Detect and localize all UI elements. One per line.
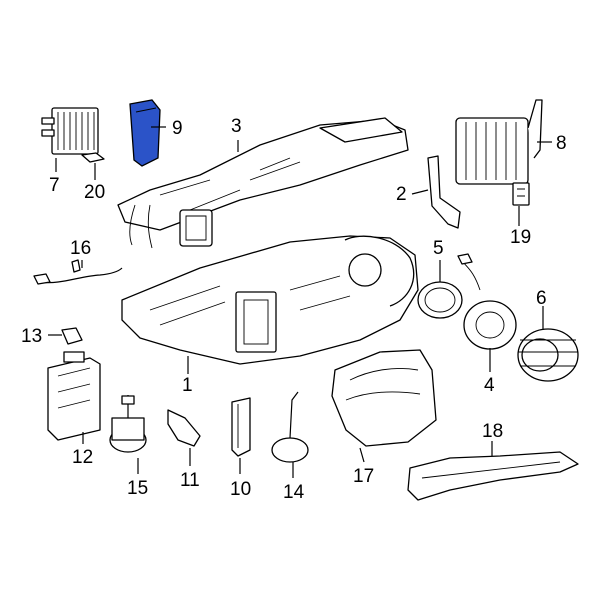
part-2-bracket[interactable] — [427, 155, 461, 229]
callout-1[interactable]: 1 — [182, 375, 193, 396]
callout-16[interactable]: 16 — [70, 238, 91, 259]
part-20-clip[interactable] — [81, 152, 105, 163]
part-3-upper-housing[interactable] — [117, 117, 409, 249]
callout-10[interactable]: 10 — [230, 479, 251, 500]
callout-8[interactable]: 8 — [556, 133, 567, 154]
callout-3[interactable]: 3 — [231, 116, 242, 137]
callout-15[interactable]: 15 — [127, 478, 148, 499]
part-13-connector[interactable] — [61, 327, 83, 345]
part-17-blower-housing[interactable] — [331, 349, 437, 447]
callout-7[interactable]: 7 — [49, 175, 60, 196]
part-10-duct[interactable] — [231, 397, 251, 457]
callout-17[interactable]: 17 — [353, 466, 374, 487]
part-18-duct[interactable] — [407, 451, 579, 501]
callout-9[interactable]: 9 — [172, 118, 183, 139]
part-7-heater-core[interactable] — [41, 107, 99, 155]
callout-13[interactable]: 13 — [21, 326, 42, 347]
callout-labels: 3 9 7 20 8 2 19 16 5 6 13 1 4 12 15 11 1… — [21, 116, 567, 503]
part-9-seal-highlighted[interactable] — [129, 99, 161, 167]
part-1-hvac-case[interactable] — [121, 235, 419, 365]
part-14-vacuum-actuator[interactable] — [271, 391, 309, 463]
part-8-evaporator[interactable] — [455, 99, 543, 185]
part-6-blower-wheel[interactable] — [517, 328, 579, 382]
part-19-sensor[interactable] — [512, 182, 530, 206]
callout-14[interactable]: 14 — [283, 482, 305, 503]
callout-5[interactable]: 5 — [433, 238, 444, 259]
callout-12[interactable]: 12 — [72, 447, 93, 468]
callout-6[interactable]: 6 — [536, 288, 547, 309]
part-4-blower-motor[interactable] — [457, 253, 517, 350]
part-12-control-module[interactable] — [47, 351, 101, 441]
part-15-actuator[interactable] — [109, 395, 147, 453]
callout-11[interactable]: 11 — [180, 470, 200, 491]
part-16-cable[interactable] — [33, 259, 123, 285]
callout-20[interactable]: 20 — [84, 182, 105, 203]
callout-19[interactable]: 19 — [510, 227, 531, 248]
callout-18[interactable]: 18 — [482, 421, 503, 442]
callout-2[interactable]: 2 — [396, 184, 407, 205]
part-5-gasket[interactable] — [417, 281, 463, 319]
callout-4[interactable]: 4 — [484, 375, 495, 396]
leader-lines — [48, 126, 552, 478]
part-11-actuator-arm[interactable] — [167, 409, 201, 447]
